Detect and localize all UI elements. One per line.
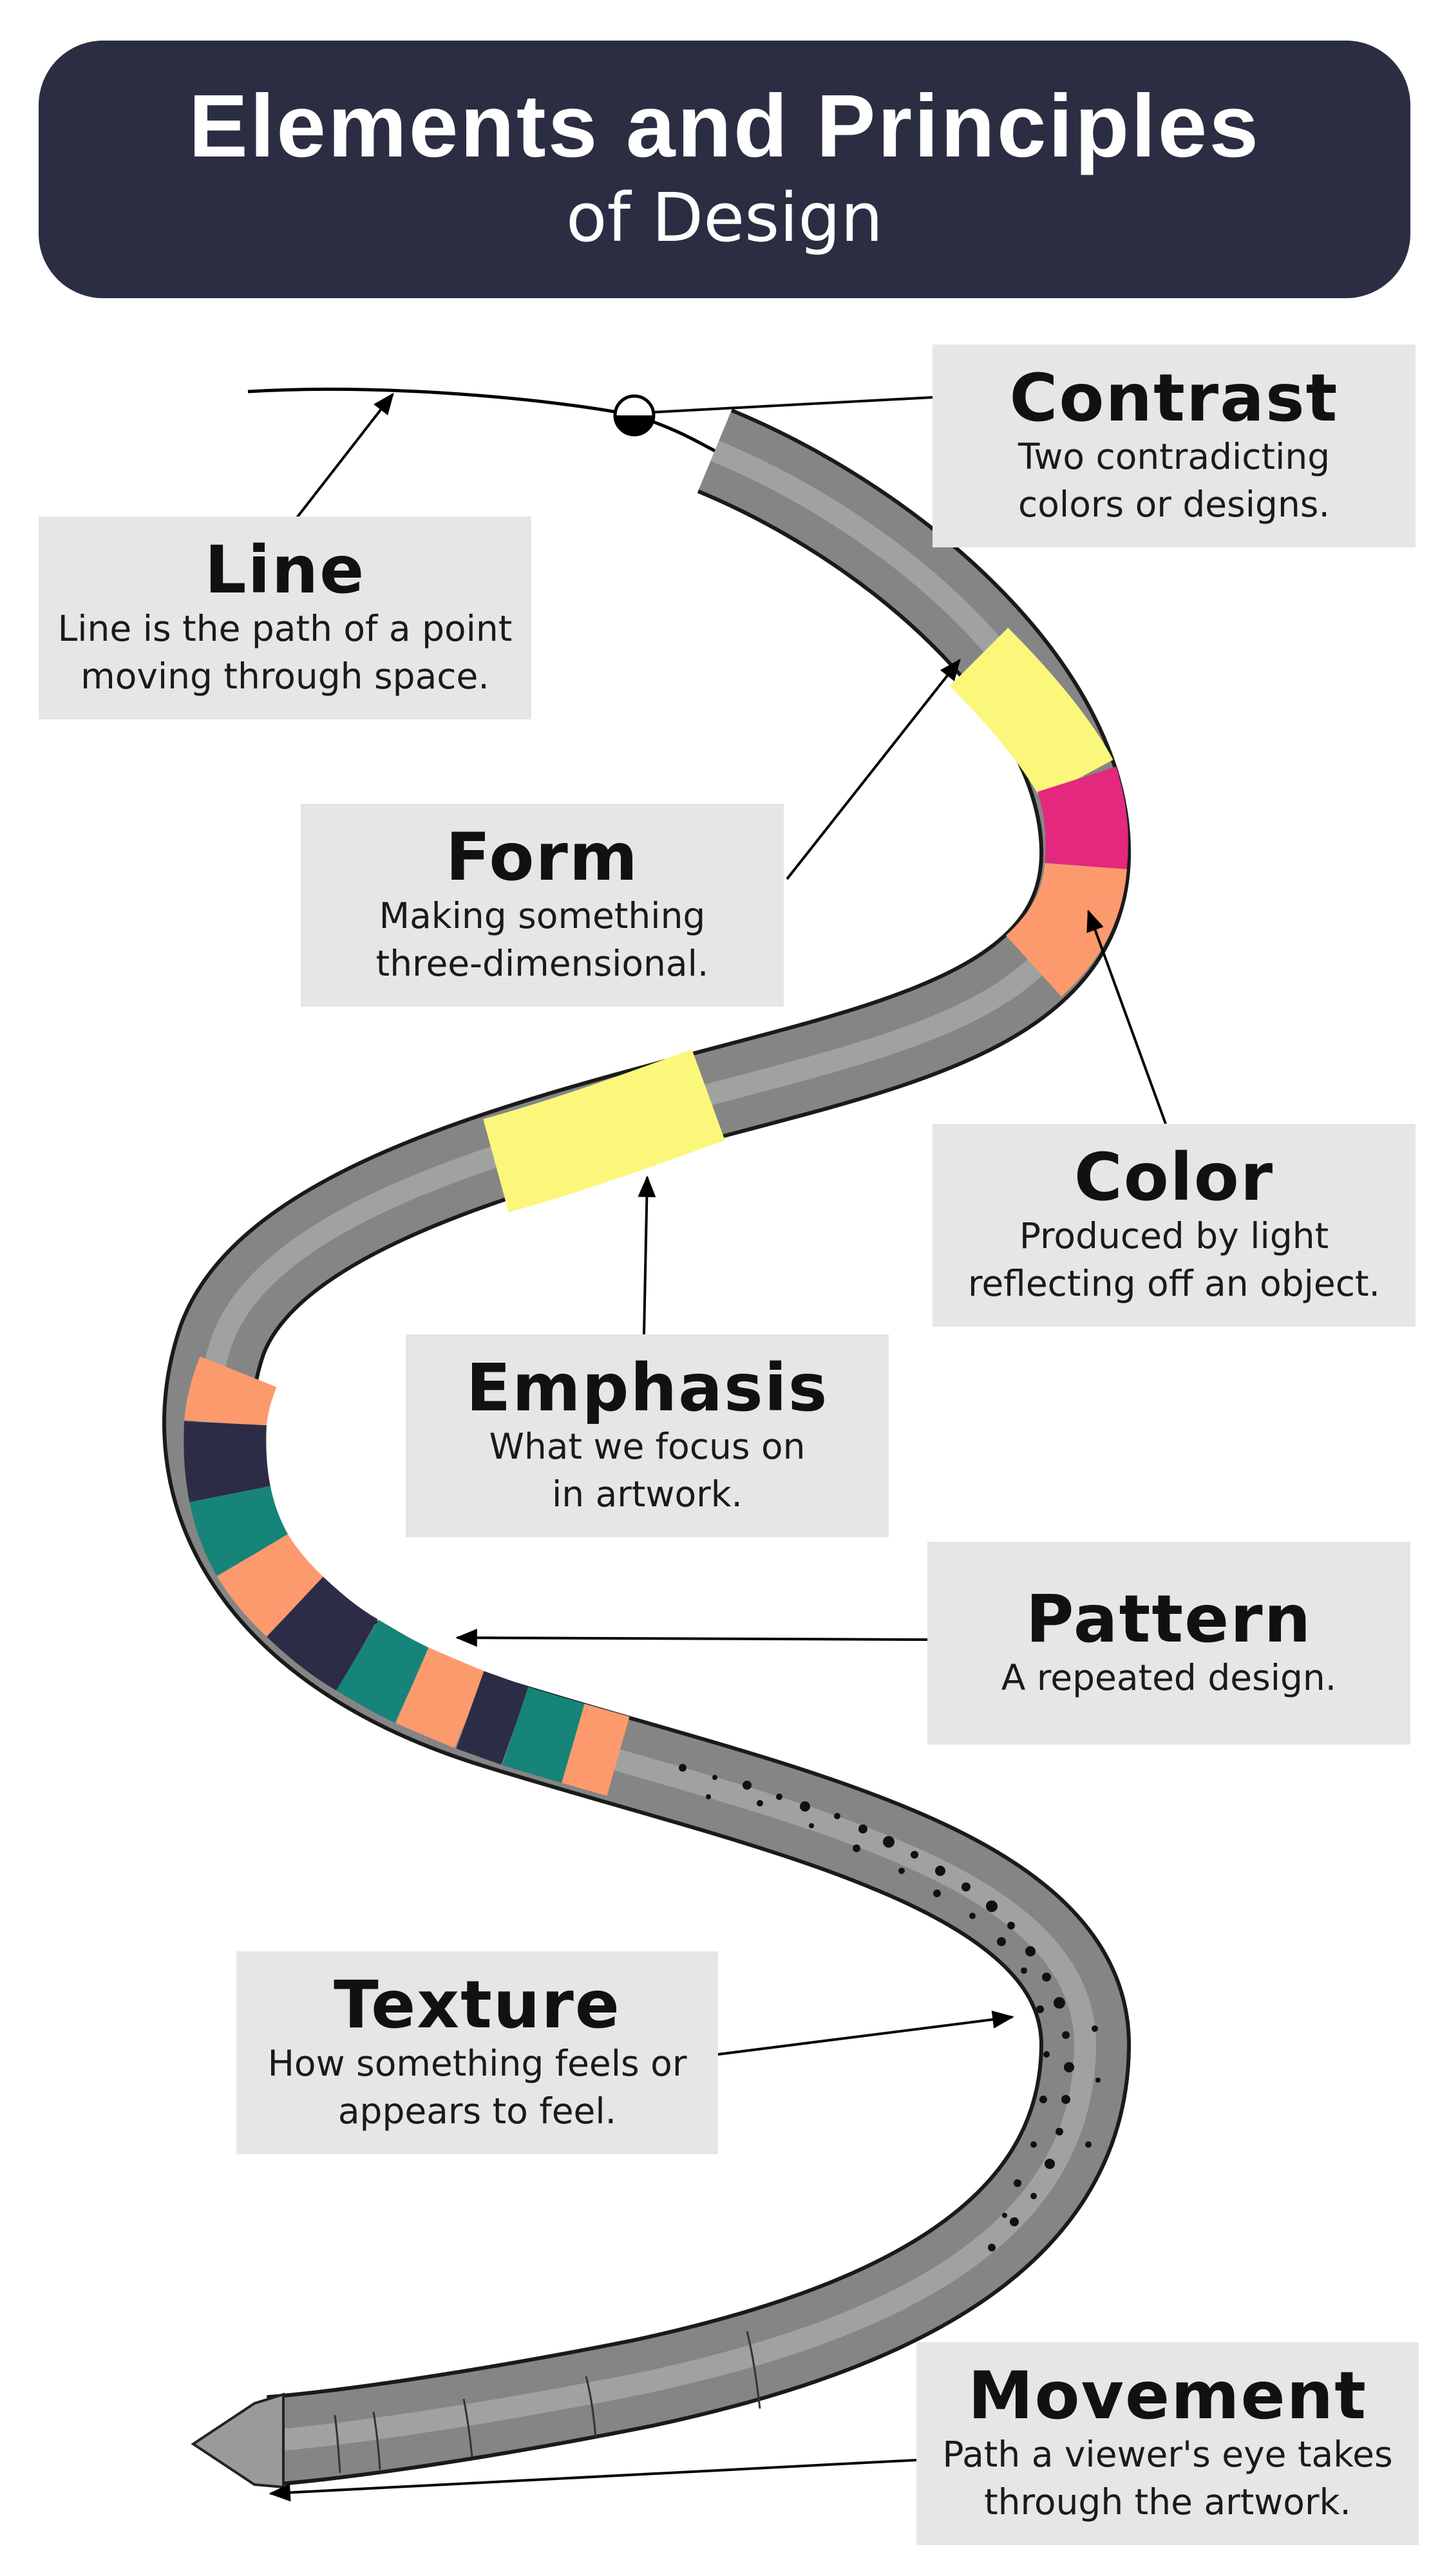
pointed-tip bbox=[191, 2392, 285, 2489]
desc-line-1: A repeated design. bbox=[1001, 1656, 1337, 1698]
thin-line bbox=[247, 387, 716, 453]
card-heading: Contrast bbox=[1009, 359, 1339, 437]
card-pattern: Pattern A repeated design. bbox=[927, 1542, 1410, 1745]
band-peach-3 bbox=[217, 1533, 324, 1637]
arrow-pattern bbox=[455, 1629, 928, 1647]
card-description: Path a viewer's eye takes through the ar… bbox=[942, 2430, 1392, 2526]
card-heading: Movement bbox=[967, 2357, 1368, 2434]
card-heading: Line bbox=[204, 531, 366, 609]
band-teal-2 bbox=[336, 1620, 430, 1723]
color-bands bbox=[184, 627, 1128, 1796]
desc-line-1: Line is the path of a point bbox=[57, 607, 513, 649]
card-color: Color Produced by light reflecting off a… bbox=[933, 1124, 1416, 1327]
card-form: Form Making something three-dimensional. bbox=[301, 804, 784, 1007]
desc-line-1: Making something bbox=[379, 895, 706, 936]
desc-line-1: What we focus on bbox=[489, 1425, 806, 1467]
desc-line-1: How something feels or bbox=[267, 2042, 687, 2084]
card-description: How something feels or appears to feel. bbox=[268, 2040, 687, 2136]
card-description: Produced by light reflecting off an obje… bbox=[968, 1212, 1380, 1308]
arrow-texture bbox=[717, 2010, 1014, 2056]
arrow-color bbox=[1086, 909, 1167, 1124]
band-emphasis bbox=[483, 1049, 725, 1213]
band-peach-4 bbox=[395, 1647, 486, 1748]
card-heading: Texture bbox=[334, 1966, 621, 2043]
arrow-emphasis bbox=[638, 1175, 656, 1335]
card-emphasis: Emphasis What we focus on in artwork. bbox=[406, 1334, 889, 1537]
desc-line-2: appears to feel. bbox=[337, 2090, 617, 2132]
texture-speckles bbox=[679, 1764, 1101, 2251]
band-peach-2 bbox=[184, 1356, 277, 1428]
card-movement: Movement Path a viewer's eye takes throu… bbox=[916, 2342, 1419, 2545]
desc-line-1: Two contradicting bbox=[1018, 435, 1331, 477]
card-description: Making something three-dimensional. bbox=[376, 892, 709, 988]
arrow-contrast bbox=[653, 396, 933, 413]
card-description: A repeated design. bbox=[1001, 1654, 1337, 1701]
band-teal-3 bbox=[502, 1687, 585, 1783]
card-texture: Texture How something feels or appears t… bbox=[236, 1951, 718, 2154]
tube-segments bbox=[334, 2331, 761, 2474]
card-heading: Pattern bbox=[1025, 1580, 1312, 1658]
desc-line-2: moving through space. bbox=[80, 656, 489, 697]
contrast-circle bbox=[613, 394, 656, 437]
header-banner: Elements and Principles of Design bbox=[39, 41, 1410, 298]
page-title: Elements and Principles bbox=[188, 77, 1261, 176]
desc-line-2: through the artwork. bbox=[984, 2481, 1351, 2523]
card-description: Two contradicting colors or designs. bbox=[1018, 433, 1330, 529]
card-description: What we focus on in artwork. bbox=[489, 1423, 805, 1519]
desc-line-2: three-dimensional. bbox=[375, 943, 709, 985]
desc-line-2: colors or designs. bbox=[1018, 484, 1330, 526]
band-navy-1 bbox=[184, 1421, 270, 1502]
desc-line-1: Path a viewer's eye takes bbox=[942, 2433, 1393, 2475]
desc-line-1: Produced by light bbox=[1019, 1215, 1329, 1256]
band-peach-5 bbox=[562, 1703, 630, 1796]
card-heading: Color bbox=[1074, 1139, 1274, 1216]
desc-line-2: in artwork. bbox=[551, 1473, 743, 1515]
desc-line-2: reflecting off an object. bbox=[967, 1263, 1381, 1305]
band-magenta bbox=[1037, 766, 1128, 870]
card-line: Line Line is the path of a point moving … bbox=[39, 516, 531, 719]
band-navy-3 bbox=[456, 1671, 529, 1765]
band-peach-1 bbox=[1005, 862, 1127, 997]
arrow-movement bbox=[269, 2459, 917, 2502]
band-navy-2 bbox=[267, 1577, 379, 1691]
page-subtitle: of Design bbox=[565, 178, 884, 258]
arrow-line bbox=[295, 392, 394, 520]
band-teal-1 bbox=[189, 1485, 289, 1576]
arrow-form bbox=[786, 658, 961, 880]
band-yellow bbox=[949, 627, 1113, 799]
card-contrast: Contrast Two contradicting colors or des… bbox=[933, 345, 1416, 547]
card-description: Line is the path of a point moving throu… bbox=[58, 605, 513, 701]
card-heading: Form bbox=[445, 819, 639, 896]
card-heading: Emphasis bbox=[466, 1349, 829, 1426]
leader-lines bbox=[269, 392, 1167, 2502]
